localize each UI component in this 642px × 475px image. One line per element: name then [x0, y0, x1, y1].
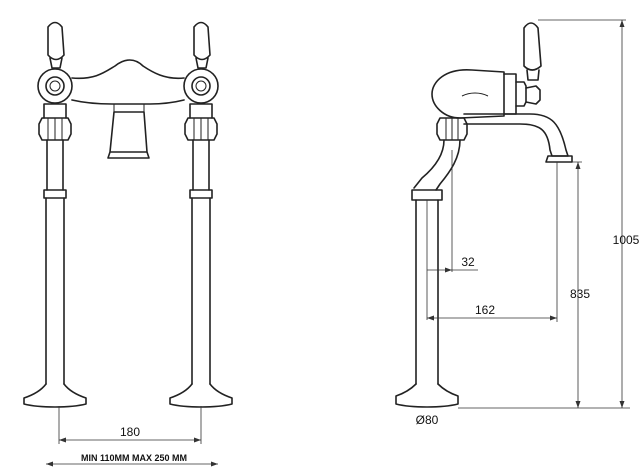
- front-view: 180 MIN 110MM MAX 250 MM: [23, 21, 233, 467]
- left-standpipe: [43, 139, 67, 385]
- side-view: Ø80 32 162 835 1005: [395, 19, 640, 427]
- range-label: MIN 110MM MAX 250 MM: [81, 453, 187, 463]
- pipe-offset-dimension: 32: [426, 150, 478, 320]
- bridge-body: [71, 59, 185, 105]
- side-riser: [413, 139, 461, 191]
- right-lever-handle: [193, 21, 211, 69]
- spout-height-dimension: 835: [570, 161, 590, 408]
- side-spout-arm: [463, 113, 569, 157]
- right-valve-body: [183, 68, 219, 104]
- spout-reach-dimension: 162: [427, 162, 558, 322]
- spout-reach-label: 162: [475, 303, 495, 317]
- center-spacing-label: 180: [120, 425, 140, 439]
- left-lever-handle: [47, 21, 65, 69]
- left-base: [23, 383, 87, 408]
- total-height-label: 1005: [613, 233, 640, 247]
- total-height-dimension: 1005: [538, 19, 640, 408]
- range-dimension: MIN 110MM MAX 250 MM: [46, 453, 218, 467]
- side-lever-handle: [523, 22, 542, 81]
- center-spacing-dimension: 180: [58, 406, 202, 444]
- pipe-offset-label: 32: [461, 255, 475, 269]
- right-standpipe: [189, 139, 213, 385]
- side-nut: [436, 117, 468, 141]
- right-base: [169, 383, 233, 408]
- side-base: [395, 383, 459, 408]
- left-valve-body: [37, 68, 73, 104]
- base-diameter-label: Ø80: [416, 413, 439, 427]
- spout-height-label: 835: [570, 287, 590, 301]
- right-nut: [184, 103, 218, 141]
- left-nut: [38, 103, 72, 141]
- front-spout: [107, 111, 150, 159]
